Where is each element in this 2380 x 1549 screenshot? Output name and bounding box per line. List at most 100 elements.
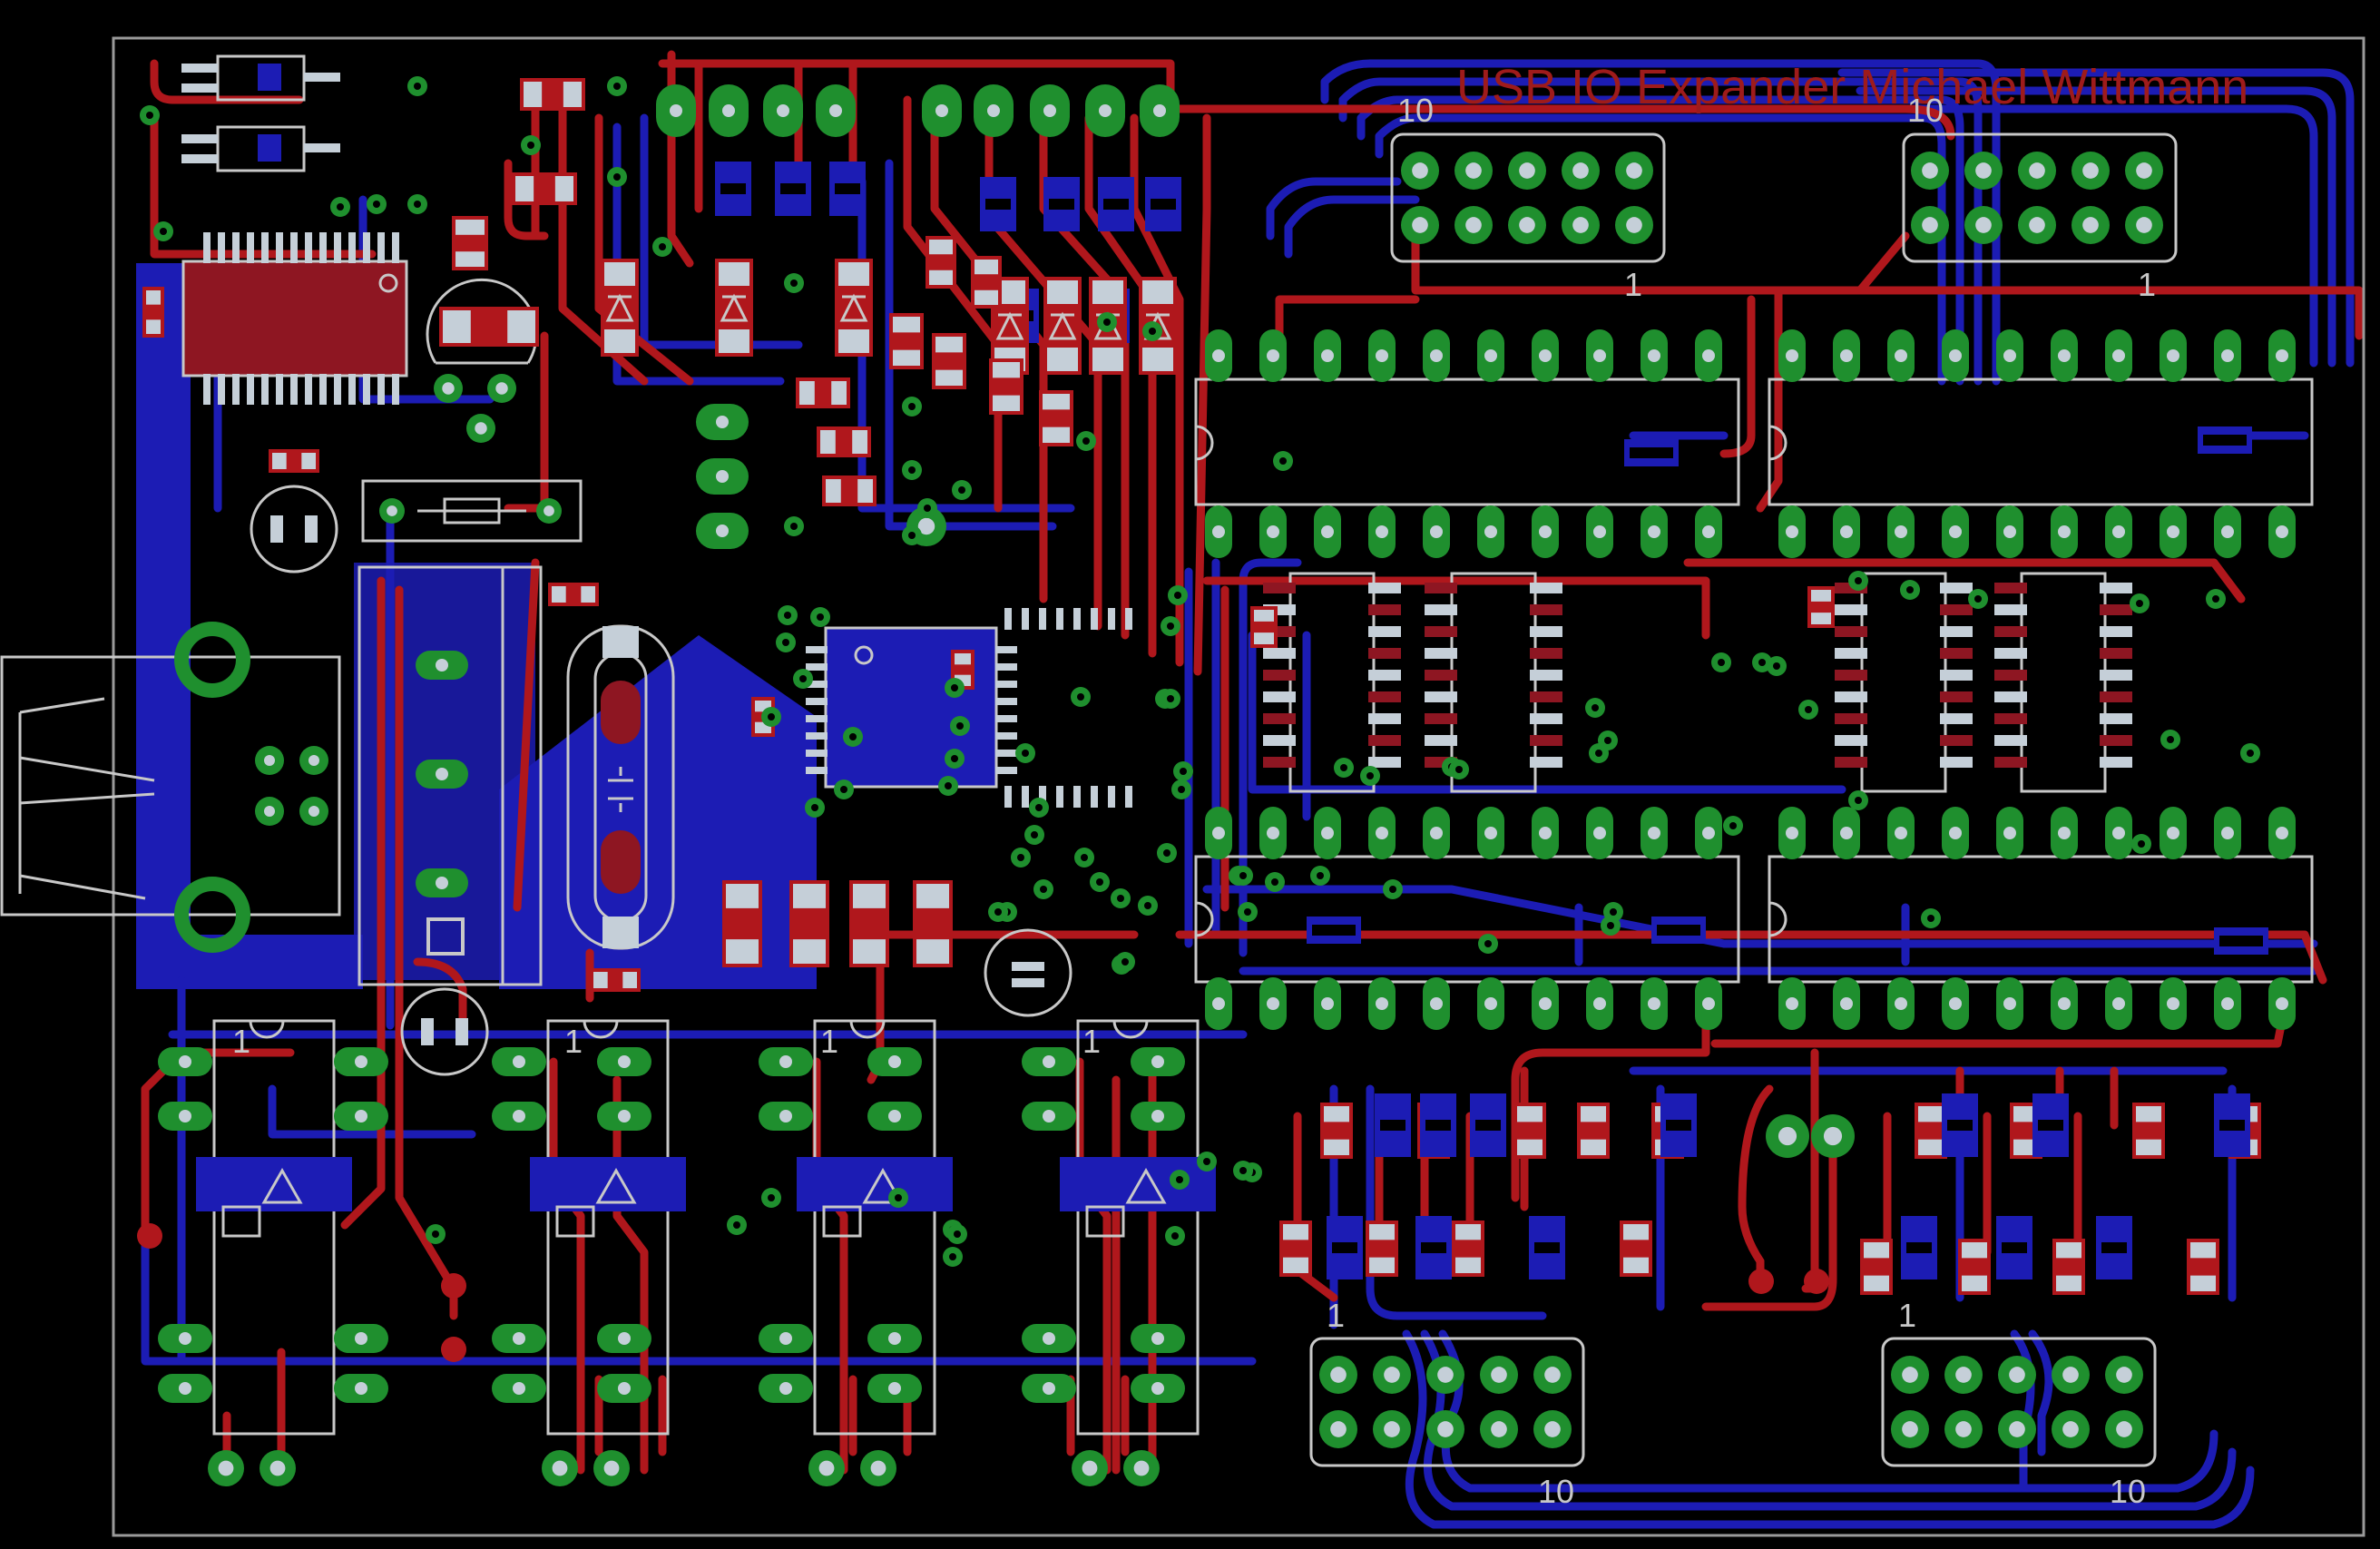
smd-bottom-resistor xyxy=(1420,1093,1456,1157)
through-hole-pad xyxy=(1964,152,2003,190)
via xyxy=(1170,1170,1190,1190)
oblong-pad xyxy=(1778,807,1806,859)
oblong-pad xyxy=(696,458,749,495)
oblong-pad xyxy=(1477,807,1504,859)
via xyxy=(1273,451,1293,471)
via xyxy=(1723,816,1743,836)
oblong-pad xyxy=(416,868,468,897)
oblong-pad xyxy=(492,1374,546,1403)
via xyxy=(945,749,965,769)
via xyxy=(1478,934,1498,954)
via xyxy=(1138,896,1158,916)
diode-icon xyxy=(835,259,873,357)
smd-bottom-resistor xyxy=(715,162,751,216)
fuse-outline xyxy=(361,479,583,543)
smd-bottom-resistor xyxy=(1651,917,1706,944)
via xyxy=(1076,431,1096,451)
through-hole-pad xyxy=(536,498,562,524)
oblong-pad xyxy=(416,651,468,680)
via xyxy=(1752,652,1772,672)
through-hole-pad xyxy=(1319,1410,1357,1448)
connector-bottom-left-pin10-label: 10 xyxy=(1538,1473,1574,1510)
oblong-pad xyxy=(816,84,856,137)
via xyxy=(805,798,825,818)
connector-top-right-pin1-label: 1 xyxy=(2138,266,2156,303)
oblong-pad xyxy=(2268,977,2296,1030)
smd-bottom-resistor xyxy=(2032,1093,2069,1157)
via xyxy=(938,776,958,796)
usb-b-connector-icon[interactable] xyxy=(0,622,341,953)
oblong-pad xyxy=(1641,977,1668,1030)
through-hole-pad xyxy=(434,374,463,403)
smd-resistor xyxy=(1452,1221,1484,1277)
via xyxy=(1238,902,1258,922)
oblong-pad xyxy=(2105,329,2132,382)
via xyxy=(1157,843,1177,863)
board-title: USB IO Expander Michael Wittmann xyxy=(1456,60,2248,114)
via xyxy=(784,273,804,293)
via xyxy=(1165,1226,1185,1246)
via xyxy=(952,480,972,500)
smd-resistor xyxy=(142,287,164,338)
sot-transistor xyxy=(181,54,340,102)
via xyxy=(1360,766,1380,786)
oblong-pad xyxy=(1030,84,1070,137)
through-hole-pad xyxy=(1964,206,2003,244)
through-hole-pad xyxy=(1562,206,1600,244)
oblong-pad xyxy=(1022,1324,1076,1353)
via xyxy=(810,607,830,627)
oblong-pad xyxy=(492,1047,546,1076)
via xyxy=(2240,743,2260,763)
oblong-pad xyxy=(492,1102,546,1131)
oblong-pad xyxy=(597,1374,651,1403)
smd-resistor xyxy=(269,449,319,473)
oblong-pad xyxy=(1259,977,1287,1030)
via xyxy=(1848,790,1868,810)
via xyxy=(2131,834,2151,854)
oblong-pad xyxy=(597,1324,651,1353)
smd-resistor xyxy=(932,333,966,389)
through-hole-pad xyxy=(1891,1356,1929,1394)
oblong-pad xyxy=(158,1047,212,1076)
oblong-pad xyxy=(158,1102,212,1131)
through-hole-pad xyxy=(1615,206,1653,244)
smd-bottom-resistor xyxy=(1415,1216,1452,1279)
via xyxy=(902,460,922,480)
through-hole-pad xyxy=(2052,1410,2090,1448)
oblong-pad xyxy=(2160,505,2187,558)
oblong-pad xyxy=(709,84,749,137)
through-hole-pad xyxy=(1911,152,1949,190)
through-hole-pad xyxy=(1426,1356,1464,1394)
oblong-pad xyxy=(1205,977,1232,1030)
oblong-pad xyxy=(1833,329,1860,382)
usb-controller-ssop xyxy=(181,232,408,405)
via xyxy=(1173,761,1193,781)
oblong-pad xyxy=(597,1047,651,1076)
oblong-pad xyxy=(1887,807,1915,859)
oblong-pad xyxy=(1022,1374,1076,1403)
oblong-pad xyxy=(1423,329,1450,382)
smd-bottom-resistor xyxy=(1043,177,1080,231)
relay-icon xyxy=(158,1019,388,1486)
through-hole-pad xyxy=(2105,1356,2143,1394)
oblong-pad xyxy=(492,1324,546,1353)
smd-resistor xyxy=(1279,1221,1312,1277)
oblong-pad xyxy=(1368,329,1396,382)
ic-chip-icon xyxy=(1194,377,1740,506)
via xyxy=(2160,730,2180,750)
smd-resistor xyxy=(520,78,585,111)
oblong-pad xyxy=(2214,807,2241,859)
via xyxy=(1711,652,1731,672)
via xyxy=(521,135,541,155)
through-hole-pad xyxy=(1998,1410,2036,1448)
smd-resistor xyxy=(1860,1239,1893,1295)
relay-pin1-label: 1 xyxy=(820,1023,838,1060)
via xyxy=(1585,698,1605,718)
oblong-pad xyxy=(1140,84,1180,137)
connector-top-right-outline xyxy=(1902,132,2178,263)
smd-bottom-resistor xyxy=(1901,1216,1937,1279)
through-hole-pad xyxy=(1072,1450,1108,1486)
oblong-pad xyxy=(1996,329,2023,382)
oblong-pad xyxy=(1131,1047,1185,1076)
